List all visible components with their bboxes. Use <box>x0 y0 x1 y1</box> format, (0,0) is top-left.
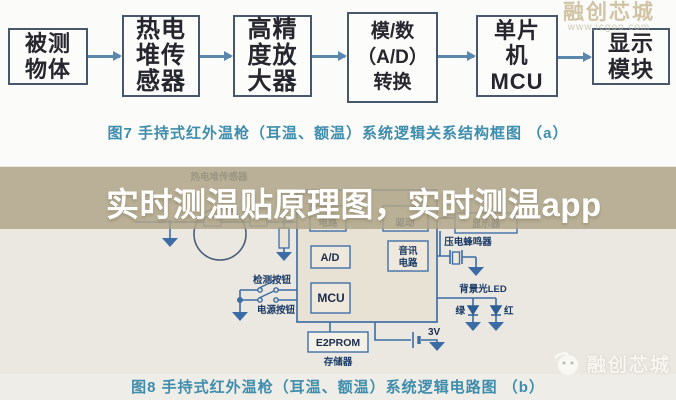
title-banner <box>0 167 676 229</box>
green-led-icon <box>466 305 480 316</box>
banner-title: 实时测温贴原理图，实时测温app <box>106 186 602 223</box>
power-button-label: 电源按钮 <box>257 304 296 316</box>
audio-label-2: 电路 <box>398 257 418 269</box>
detect-button-label: 检测按钮 <box>253 274 292 286</box>
flow-arrow-1 <box>88 51 122 60</box>
flow-box-display-module: 显示 模块 <box>592 28 670 85</box>
flow-arrow-4 <box>438 51 476 60</box>
audio-label-1: 音讯 <box>398 245 418 257</box>
flow-box-amplifier: 高精 度放 大器 <box>233 15 312 97</box>
flow-arrow-2 <box>200 51 233 60</box>
caption-background <box>0 374 676 400</box>
audio-circuit-block <box>387 240 429 272</box>
figure8-caption: 图8 手持式红外温枪（耳温、额温）系统逻辑电路图 （b） <box>131 379 545 396</box>
memory-label: 存储器 <box>323 356 353 368</box>
flow-box-ad-converter: 模/数 （A/D） 转换 <box>347 12 438 103</box>
green-led-label: 绿 <box>455 305 465 317</box>
push-buttons <box>236 280 279 303</box>
figure7-caption: 图7 手持式红外温枪（耳温、额温）系统逻辑关系结构框图 （a） <box>107 125 569 142</box>
mcu-label: MCU <box>317 291 344 305</box>
battery-symbol <box>412 332 421 348</box>
red-led-label: 红 <box>504 305 514 317</box>
red-led-icon <box>489 305 503 316</box>
backlight-label: 背景光LED <box>459 283 507 295</box>
buzzer-label: 压电蜂鸣器 <box>444 236 492 248</box>
led-symbols <box>466 305 503 316</box>
flow-box-mcu: 单片 机 MCU <box>476 15 558 97</box>
battery-label: 3V <box>428 327 441 338</box>
adc-block <box>310 245 351 269</box>
piezo-element <box>451 251 461 265</box>
mcu-block <box>310 282 351 314</box>
flow-arrow-3 <box>312 51 347 60</box>
flow-box-thermopile-sensor: 热电 堆传 感器 <box>122 15 200 97</box>
flow-box-measured-object: 被测 物体 <box>8 28 88 85</box>
eeprom-label: E2PROM <box>316 337 361 349</box>
adc-label: A/D <box>321 252 340 264</box>
eeprom-block <box>307 331 369 353</box>
top-watermark-brand: 融创芯城 <box>563 1 655 24</box>
flow-arrow-5 <box>558 52 592 61</box>
